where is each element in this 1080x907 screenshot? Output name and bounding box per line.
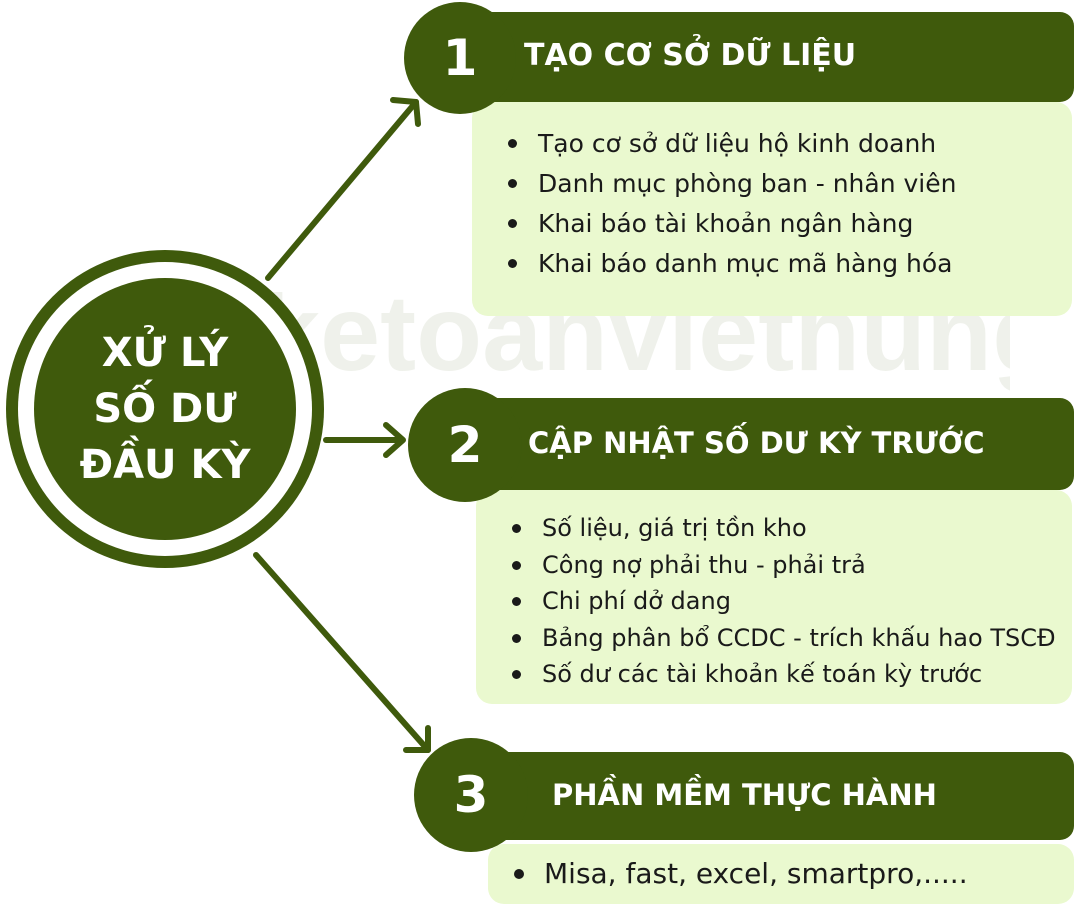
list-item: Số liệu, giá trị tồn kho <box>512 510 1080 547</box>
hub-title-line: SỐ DƯ <box>93 386 237 432</box>
step-2-title: CẬP NHẬT SỐ DƯ KỲ TRƯỚC <box>528 426 985 460</box>
hub-title-line: ĐẦU KỲ <box>79 442 251 488</box>
list-item: Bảng phân bổ CCDC - trích khấu hao TSCĐ <box>512 620 1080 657</box>
step-1-title: TẠO CƠ SỞ DỮ LIỆU <box>524 38 857 73</box>
step-3: Misa, fast, excel, smartpro,..... PHẦN M… <box>414 738 1080 906</box>
step-3-number: 3 <box>453 766 489 824</box>
step-3-list: Misa, fast, excel, smartpro,..... <box>514 852 1024 896</box>
step-2-list: Số liệu, giá trị tồn kho Công nợ phải th… <box>512 510 1080 693</box>
step-3-panel: Misa, fast, excel, smartpro,..... <box>488 844 1074 904</box>
step-2-header: CẬP NHẬT SỐ DƯ KỲ TRƯỚC <box>458 398 1074 490</box>
list-item: Công nợ phải thu - phải trả <box>512 547 1080 584</box>
step-3-title: PHẦN MỀM THỰC HÀNH <box>552 778 937 812</box>
list-item: Số dư các tài khoản kế toán kỳ trước <box>512 656 1080 693</box>
step-3-number-badge: 3 <box>414 738 528 852</box>
arrowhead-1 <box>390 97 421 127</box>
step-1-list: Tạo cơ sở dữ liệu hộ kinh doanh Danh mục… <box>508 124 968 284</box>
list-item: Danh mục phòng ban - nhân viên <box>508 164 968 204</box>
list-item: Khai báo tài khoản ngân hàng <box>508 204 968 244</box>
step-2-number: 2 <box>447 416 483 474</box>
step-2: Số liệu, giá trị tồn kho Công nợ phải th… <box>408 386 1080 708</box>
arrow-to-step-3 <box>253 552 431 753</box>
list-item: Chi phí dở dang <box>512 583 1080 620</box>
step-2-number-badge: 2 <box>408 388 522 502</box>
list-item: Tạo cơ sở dữ liệu hộ kinh doanh <box>508 124 968 164</box>
hub-title: XỬ LÝ SỐ DƯ ĐẦU KỲ <box>50 325 280 493</box>
hub-title-line: XỬ LÝ <box>101 330 229 376</box>
step-1-header: TẠO CƠ SỞ DỮ LIỆU <box>454 12 1074 102</box>
hub-circle: XỬ LÝ SỐ DƯ ĐẦU KỲ <box>34 278 296 540</box>
arrowhead-3 <box>403 725 431 753</box>
step-3-header: PHẦN MỀM THỰC HÀNH <box>464 752 1074 840</box>
arrow-to-step-1 <box>265 99 419 281</box>
step-1-number-badge: 1 <box>404 2 516 114</box>
step-1-number: 1 <box>442 29 478 87</box>
step-2-panel: Số liệu, giá trị tồn kho Công nợ phải th… <box>476 490 1072 704</box>
list-item: Khai báo danh mục mã hàng hóa <box>508 244 968 284</box>
step-1-panel: Tạo cơ sở dữ liệu hộ kinh doanh Danh mục… <box>472 102 1072 316</box>
step-1: Tạo cơ sở dữ liệu hộ kinh doanh Danh mục… <box>404 2 1080 320</box>
list-item: Misa, fast, excel, smartpro,..... <box>514 852 1024 896</box>
arrowhead-2 <box>383 422 406 458</box>
